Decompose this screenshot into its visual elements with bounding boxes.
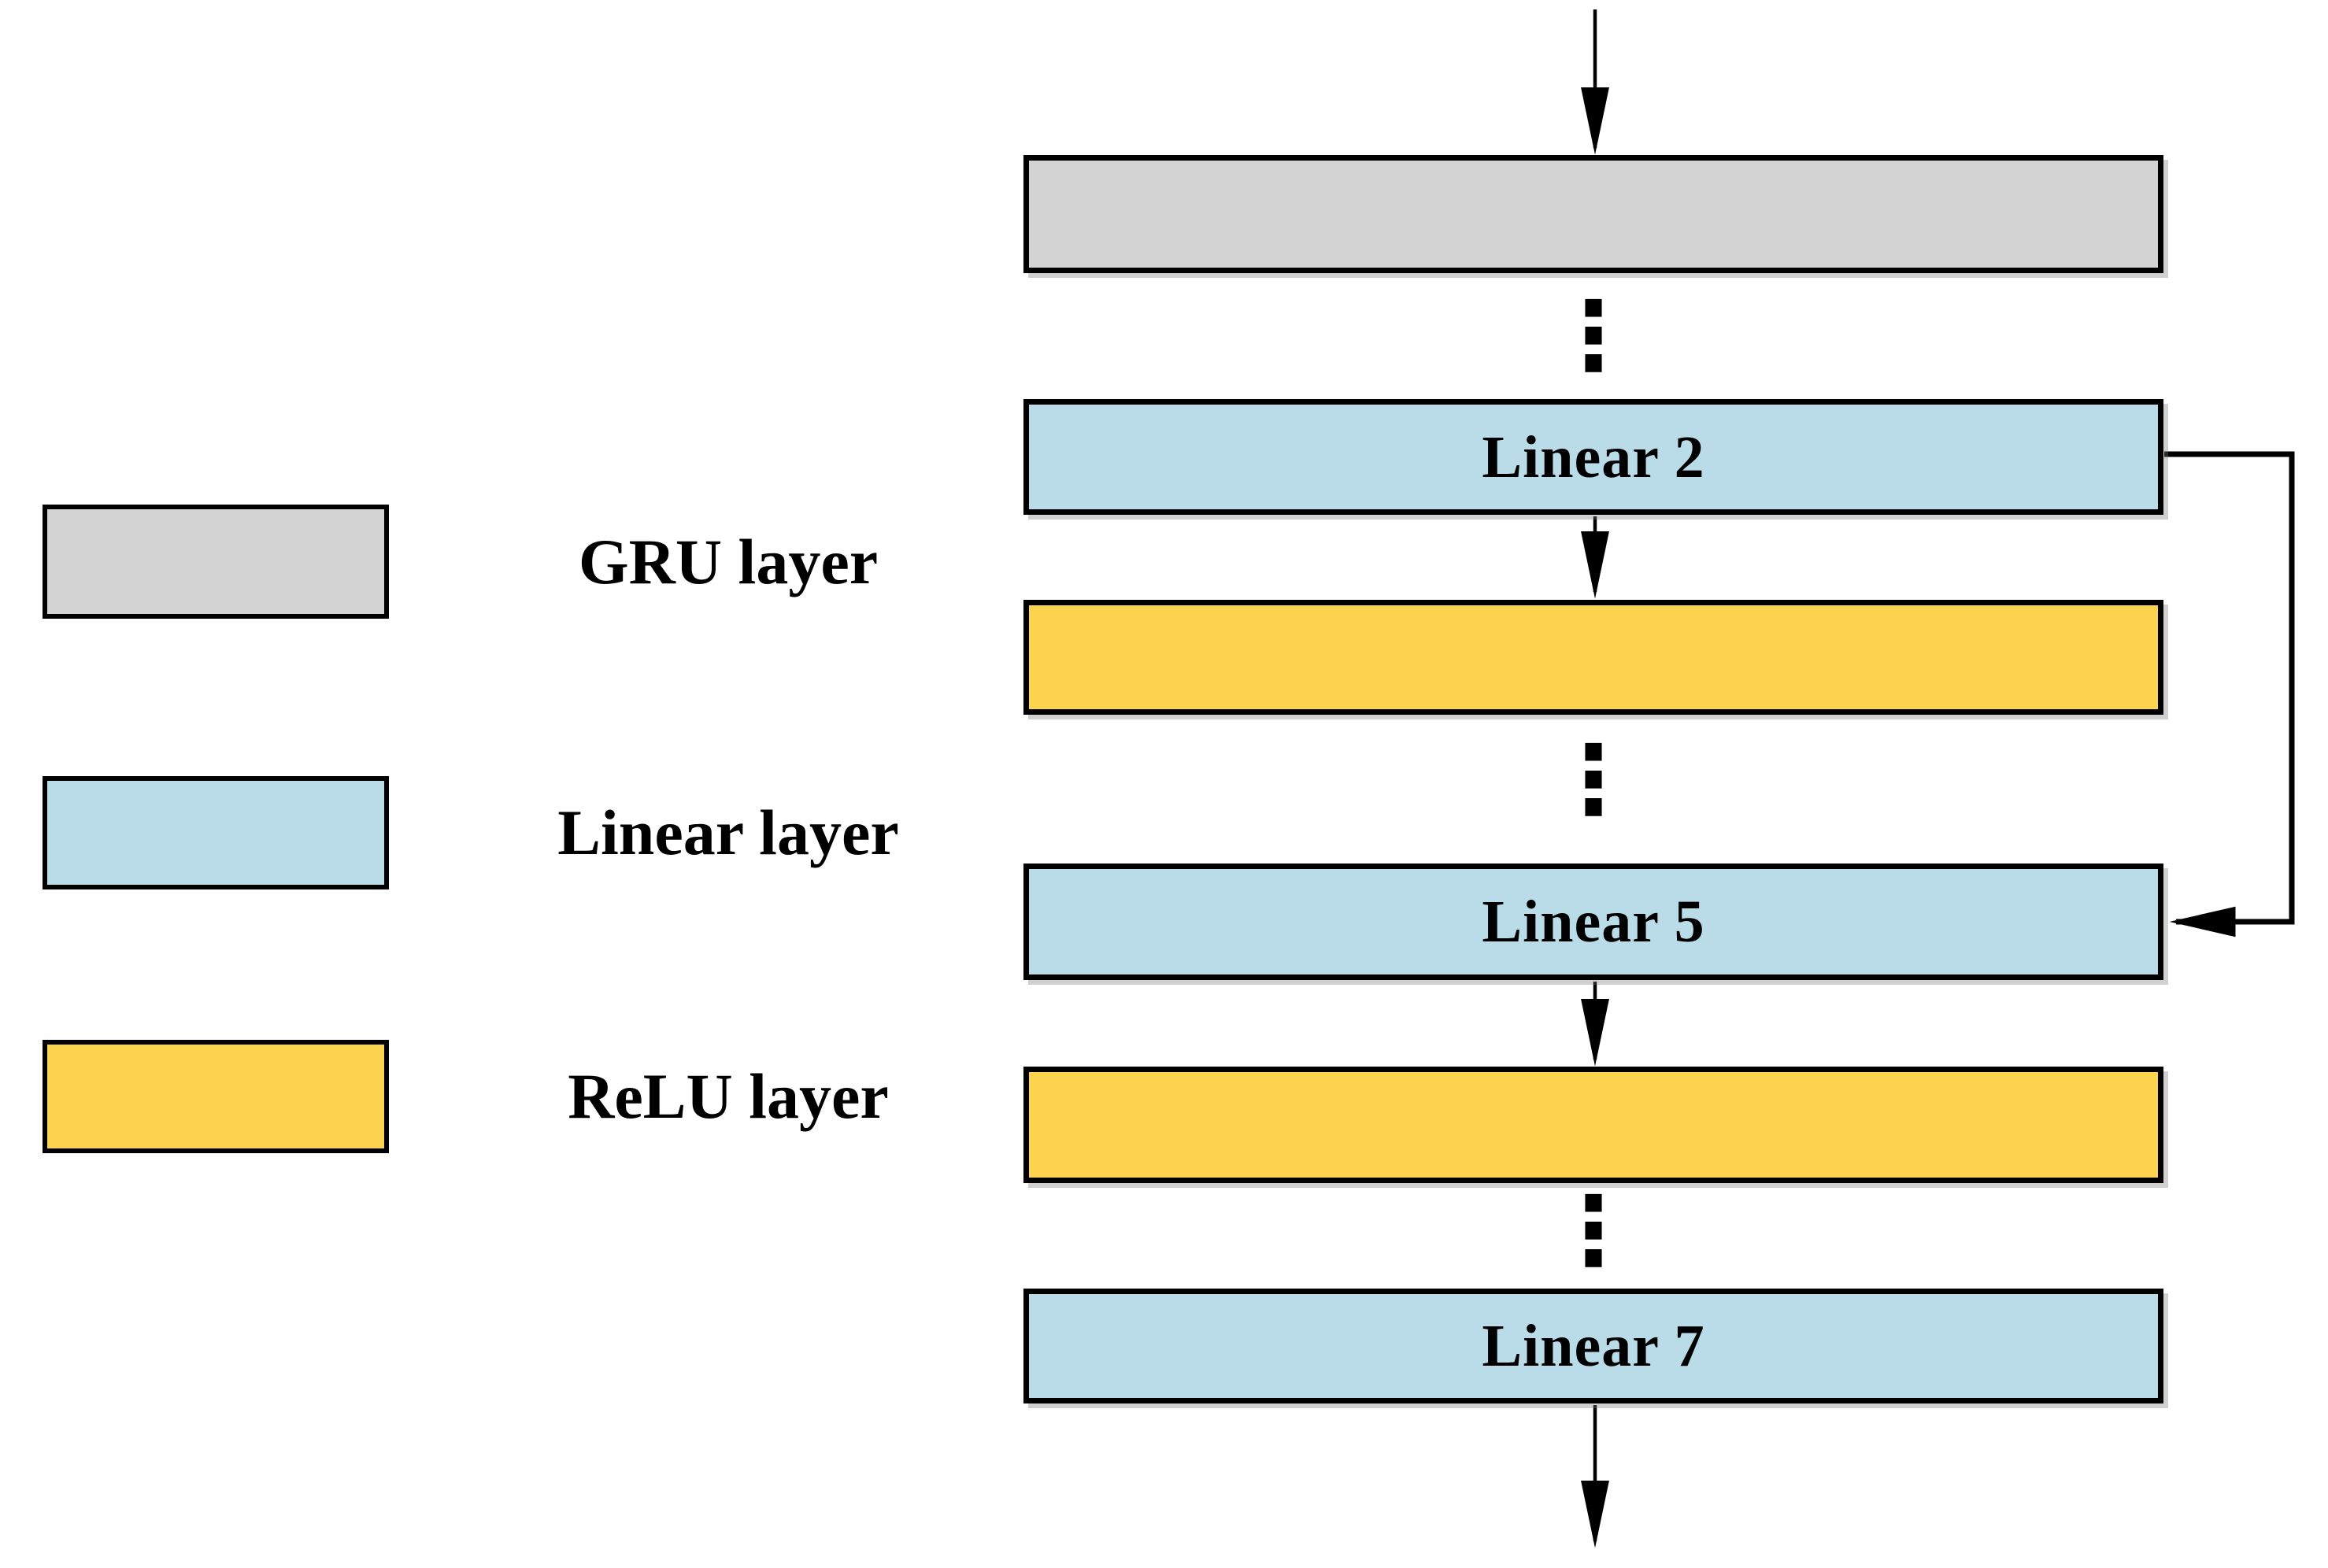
ellipsis-1: ⋮ xyxy=(1546,282,1641,391)
legend-label-gru: GRU layer xyxy=(429,505,1027,619)
linear-2-label: Linear 2 xyxy=(1482,423,1705,490)
linear-5-box: Linear 5 xyxy=(1023,864,2163,980)
legend-label-relu: ReLU layer xyxy=(429,1040,1027,1153)
legend-swatch-linear xyxy=(43,776,389,889)
relu-layer-box-2 xyxy=(1023,1067,2163,1183)
linear-7-label: Linear 7 xyxy=(1482,1313,1705,1379)
ellipsis-3: ⋮ xyxy=(1546,1177,1641,1286)
linear-2-box: Linear 2 xyxy=(1023,399,2163,515)
gru-layer-box xyxy=(1023,155,2163,273)
legend-swatch-gru xyxy=(43,505,389,619)
legend-label-relu-text: ReLU layer xyxy=(568,1060,889,1132)
relu-layer-box-1 xyxy=(1023,600,2163,715)
legend-label-linear-text: Linear layer xyxy=(557,797,899,868)
legend-label-linear: Linear layer xyxy=(429,776,1027,889)
legend-swatch-relu xyxy=(43,1040,389,1153)
ellipsis-2: ⋮ xyxy=(1546,726,1641,835)
skip-connection-arrow xyxy=(2164,451,2295,937)
linear-7-box: Linear 7 xyxy=(1023,1289,2163,1403)
linear-5-label: Linear 5 xyxy=(1482,889,1705,955)
legend-label-gru-text: GRU layer xyxy=(578,525,879,597)
